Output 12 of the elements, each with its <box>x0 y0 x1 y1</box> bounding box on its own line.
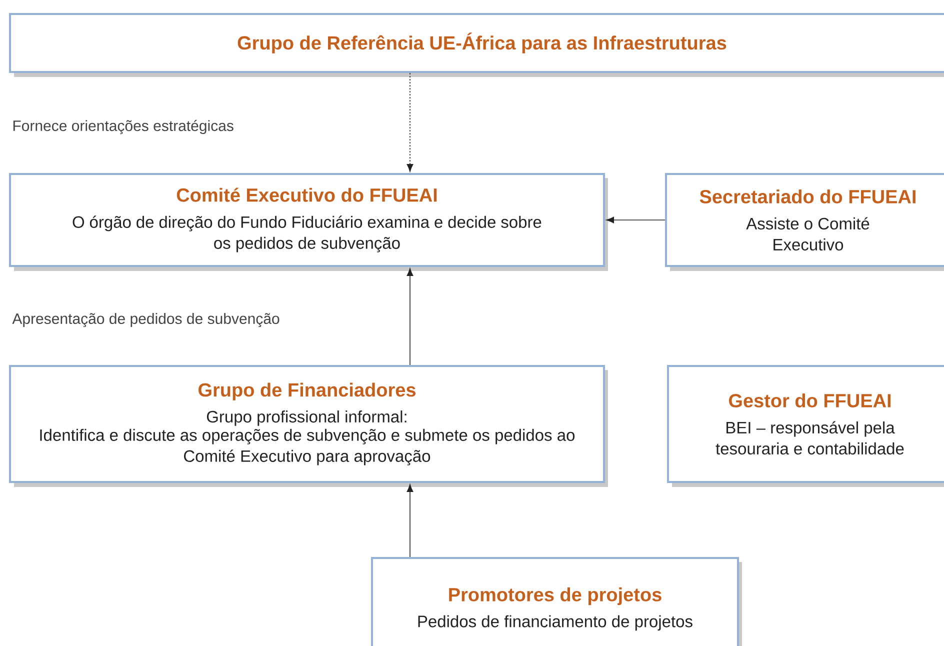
annotation: Apresentação de pedidos de subvenção <box>12 312 280 328</box>
text-box: Grupo de Financiadores Grupo profissional informal: Identifica e discute as operações de subvenção e submete os pedidos ao Comité Executivo para aprovação <box>9 365 608 487</box>
arrow <box>406 72 414 172</box>
text-box: Grupo de Referência UE-África para as Infraestruturas <box>9 13 944 77</box>
text-box: Secretariado do FFUEAI Assiste o Comité Executivo <box>665 173 944 271</box>
arrow <box>406 484 414 558</box>
text-box: Promotores de projetos Pedidos de financiamento de projetos <box>371 557 742 646</box>
annotation: Fornece orientações estratégicas <box>13 120 234 134</box>
text-box: Gestor do FFUEAI BEI – responsável pela tesouraria e contabilidade <box>667 365 944 487</box>
arrow <box>606 216 666 224</box>
arrow <box>406 268 414 366</box>
text-box: Comité Executivo do FFUEAI O órgão de direção do Fundo Fiduciário examina e decide sobre os pedidos de subvenção <box>9 173 608 271</box>
